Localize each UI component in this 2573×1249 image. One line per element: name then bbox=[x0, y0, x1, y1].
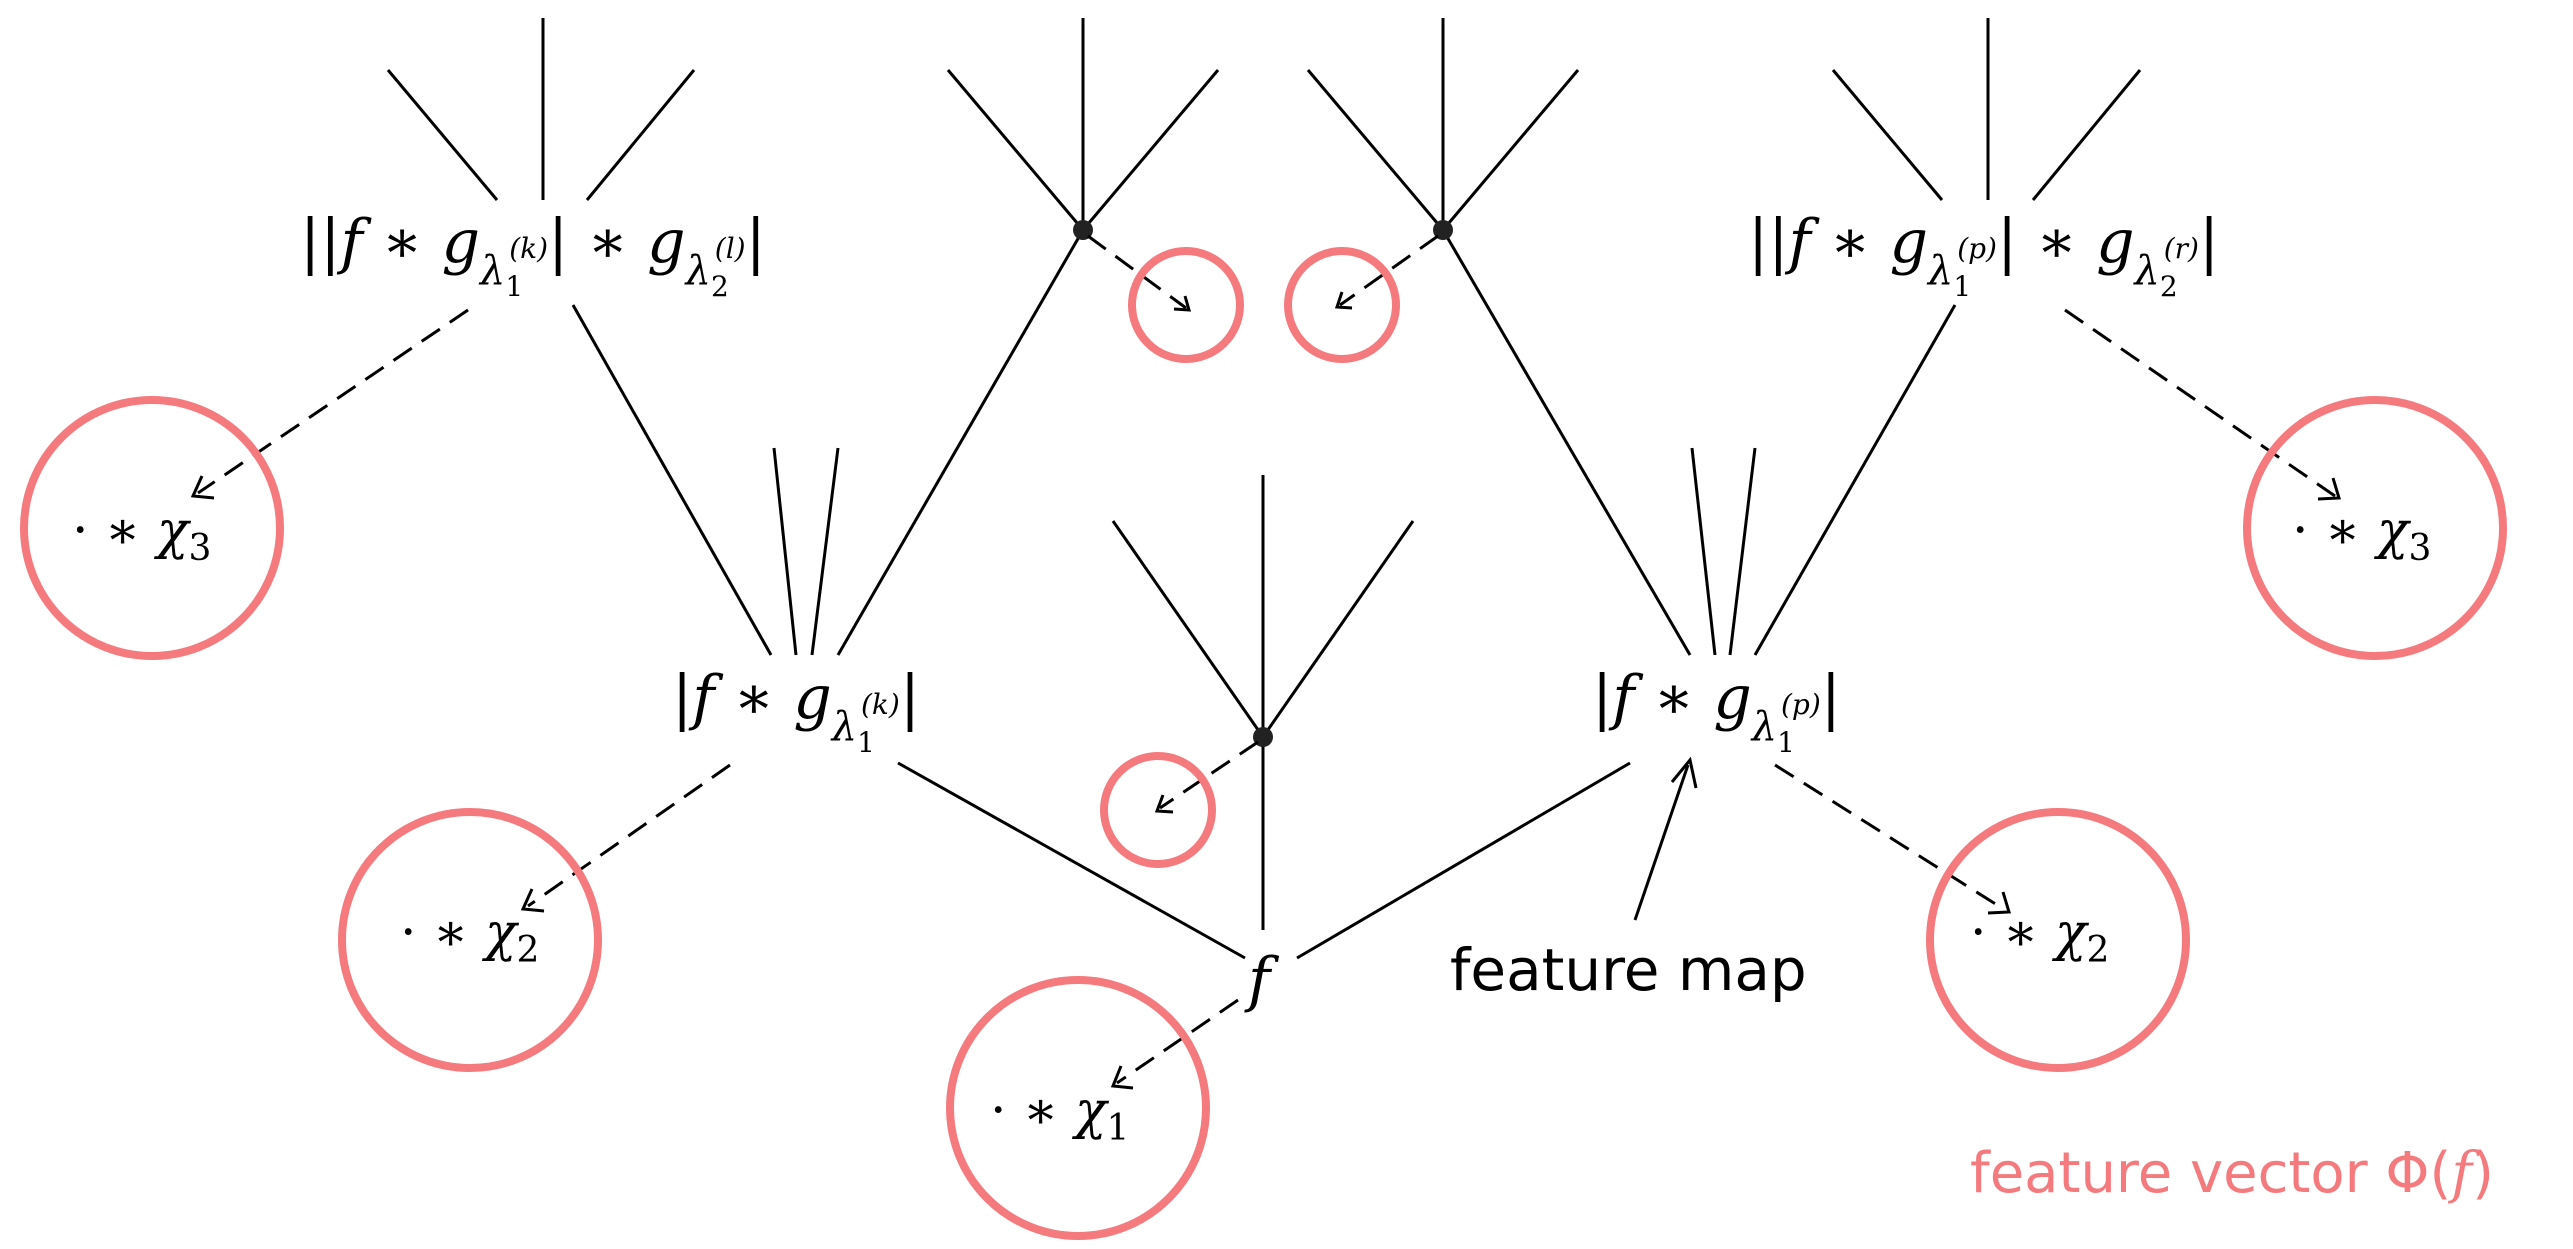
feature-map-pointer bbox=[1633, 764, 1690, 921]
edge-right1-right2 bbox=[1753, 304, 1957, 656]
edge-midleft-right bbox=[1081, 69, 1220, 231]
output-chi3-left: · ∗ χ3 bbox=[72, 501, 211, 569]
dash-right2-chi3 bbox=[2064, 308, 2336, 498]
ring-chi3-left bbox=[20, 396, 284, 660]
node-layer1-left: |f ∗ gλ1(k)| bbox=[672, 663, 920, 759]
arrowhead-chi2-right bbox=[1987, 891, 2011, 915]
edge-f-right1 bbox=[1296, 761, 1631, 960]
edge-left1-stub1 bbox=[772, 447, 798, 656]
arrowhead-chi3-left bbox=[190, 475, 215, 500]
output-chi3-right: · ∗ χ3 bbox=[2292, 501, 2431, 569]
node-layer2-left: ||f ∗ gλ1(k)| ∗ gλ2(l)| bbox=[300, 207, 766, 303]
output-chi2-left: · ∗ χ2 bbox=[400, 903, 539, 971]
edge-midright-left bbox=[1306, 69, 1445, 231]
edge-left1-left2 bbox=[571, 304, 773, 656]
node-layer1-right: |f ∗ gλ1(p)| bbox=[1592, 663, 1841, 759]
dash-center-small bbox=[1159, 740, 1259, 810]
edge-right2-left bbox=[1831, 69, 1944, 201]
junction-dot-midright bbox=[1433, 220, 1453, 240]
edge-left2-right bbox=[585, 69, 696, 201]
edge-midright-right bbox=[1441, 69, 1580, 231]
ring-chi3-right bbox=[2243, 396, 2507, 660]
edge-left2-left bbox=[386, 69, 499, 201]
edge-right1-midright bbox=[1441, 229, 1692, 656]
output-chi2-right: · ∗ χ2 bbox=[1970, 903, 2109, 971]
feature-map-label: feature map bbox=[1450, 936, 1807, 1004]
ring-chi2-left bbox=[338, 808, 602, 1072]
ring-small-center bbox=[1100, 752, 1216, 868]
edge-left1-midleft bbox=[836, 229, 1085, 656]
averaged-labels: · ∗ χ3 · ∗ χ2 · ∗ χ1 · ∗ χ2 · ∗ χ3 bbox=[72, 501, 2431, 1149]
arrowhead-center-small bbox=[1154, 794, 1174, 814]
arrowhead-chi3-right bbox=[2317, 477, 2341, 501]
dashed-edges bbox=[190, 234, 2341, 1090]
tree-edges bbox=[386, 18, 2142, 960]
root-signal-f: f bbox=[1244, 945, 1280, 1015]
node-layer2-right: ||f ∗ gλ1(p)| ∗ gλ2(r)| bbox=[1748, 207, 2219, 303]
ring-small-midright bbox=[1284, 247, 1400, 363]
edge-center-right bbox=[1261, 520, 1415, 738]
node-labels: f |f ∗ gλ1(k)| |f ∗ gλ1(p)| ||f ∗ gλ1(k)… bbox=[300, 207, 2219, 1015]
ring-small-midleft bbox=[1128, 247, 1244, 363]
arrowhead-chi1 bbox=[1110, 1065, 1134, 1090]
ring-chi1 bbox=[946, 976, 1210, 1240]
edge-f-left1 bbox=[897, 761, 1246, 960]
dash-left2-chi3 bbox=[197, 308, 469, 495]
feature-vector-rings bbox=[20, 247, 2507, 1240]
edge-right2-right bbox=[2031, 69, 2142, 201]
edge-right1-stub2 bbox=[1728, 447, 1757, 656]
dash-f-chi1 bbox=[1116, 998, 1239, 1085]
junction-dot-midleft bbox=[1073, 220, 1093, 240]
feature-vector-label: feature vector Φ(f) bbox=[1970, 1141, 2494, 1206]
output-chi1: · ∗ χ1 bbox=[990, 1081, 1129, 1149]
dash-midleft-small bbox=[1087, 234, 1187, 310]
junction-dots bbox=[1073, 220, 1453, 747]
arrowhead-chi2-left bbox=[520, 888, 545, 913]
dash-midright-small bbox=[1339, 234, 1439, 307]
edge-midleft-left bbox=[946, 69, 1085, 231]
edge-left1-stub2 bbox=[810, 447, 840, 656]
arrowhead-midleft-small bbox=[1173, 295, 1192, 312]
feature-map-arrowhead bbox=[1670, 756, 1698, 789]
edge-center-left bbox=[1111, 520, 1265, 738]
arrowhead-midright-small bbox=[1334, 291, 1353, 310]
ring-chi2-right bbox=[1926, 808, 2190, 1072]
edge-right1-stub1 bbox=[1690, 447, 1717, 656]
dash-right1-chi2 bbox=[1774, 763, 2006, 912]
dash-left1-chi2 bbox=[527, 763, 731, 908]
